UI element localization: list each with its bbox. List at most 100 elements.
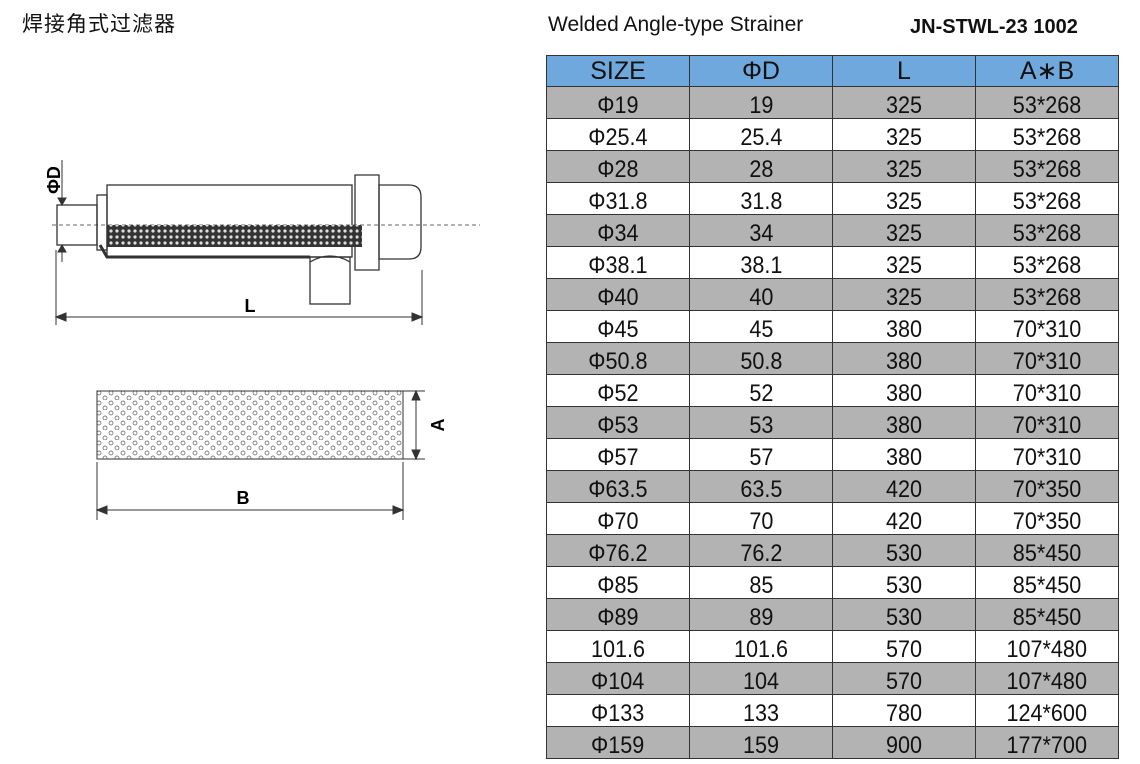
cell-text: 325 (885, 124, 923, 151)
cell-text: Φ52 (597, 380, 639, 407)
table-cell: 325 (832, 278, 976, 311)
cell-text: 70*310 (1012, 348, 1082, 375)
table-cell: 70 (689, 502, 833, 535)
cell-text: 85 (748, 572, 774, 599)
cell-text: 325 (885, 156, 923, 183)
table-cell: 380 (832, 310, 976, 343)
column-header: ΦD (689, 55, 833, 87)
table-cell: 380 (832, 406, 976, 439)
cell-text: 101.6 (733, 636, 789, 663)
cell-text: 133 (742, 700, 780, 727)
cell-text: 101.6 (590, 636, 646, 663)
table-cell: 53*268 (975, 150, 1119, 183)
table-cell: 85*450 (975, 598, 1119, 631)
table-cell: 34 (689, 214, 833, 247)
table-cell: 325 (832, 86, 976, 119)
cell-text: Φ25.4 (588, 124, 648, 151)
table-cell: 85*450 (975, 534, 1119, 567)
table-cell: Φ57 (546, 438, 690, 471)
cell-text: 19 (748, 92, 774, 119)
table-row: Φ25.4 25.4 325 53*268 (546, 118, 1119, 151)
table-cell: 76.2 (689, 534, 833, 567)
table-cell: 85 (689, 566, 833, 599)
cell-text: 530 (885, 572, 923, 599)
cell-text: 70*350 (1012, 476, 1082, 503)
table-cell: 101.6 (689, 630, 833, 663)
table-cell: 40 (689, 278, 833, 311)
table-cell: 101.6 (546, 630, 690, 663)
cell-text: Φ28 (597, 156, 639, 183)
table-cell: 50.8 (689, 342, 833, 375)
table-cell: Φ40 (546, 278, 690, 311)
cell-text: 25.4 (739, 124, 783, 151)
cell-text: Φ57 (597, 444, 639, 471)
table-cell: Φ38.1 (546, 246, 690, 279)
cell-text: 45 (748, 316, 774, 343)
table-cell: 159 (689, 726, 833, 759)
cell-text: 104 (742, 668, 780, 695)
cell-text: 107*480 (1006, 636, 1088, 663)
cell-text: Φ53 (597, 412, 639, 439)
table-cell: Φ104 (546, 662, 690, 695)
cell-text: Φ34 (597, 220, 639, 247)
cell-text: 420 (885, 508, 923, 535)
table-cell: Φ45 (546, 310, 690, 343)
cell-text: 53*268 (1012, 284, 1082, 311)
table-cell: Φ63.5 (546, 470, 690, 503)
table-cell: 530 (832, 598, 976, 631)
column-header: SIZE (546, 55, 690, 87)
table-cell: 19 (689, 86, 833, 119)
cell-text: 63.5 (739, 476, 783, 503)
table-row: Φ45 45 380 70*310 (546, 310, 1119, 343)
table-cell: 38.1 (689, 246, 833, 279)
table-cell: 53*268 (975, 182, 1119, 215)
cell-text: 124*600 (1006, 700, 1088, 727)
cell-text: 70*310 (1012, 380, 1082, 407)
table-cell: 530 (832, 534, 976, 567)
cell-text: Φ63.5 (588, 476, 648, 503)
table-cell: 70*350 (975, 502, 1119, 535)
cell-text: 380 (885, 348, 923, 375)
title-english: Welded Angle-type Strainer (548, 13, 804, 36)
cell-text: 31.8 (739, 188, 783, 215)
cell-text: 70*350 (1012, 508, 1082, 535)
table-cell: 53*268 (975, 118, 1119, 151)
cell-text: 325 (885, 284, 923, 311)
product-code: JN-STWL-23 1002 (910, 16, 1078, 38)
cell-text: 325 (885, 92, 923, 119)
cell-text: Φ45 (597, 316, 639, 343)
cell-text: 325 (885, 252, 923, 279)
table-cell: Φ28 (546, 150, 690, 183)
table-cell: 380 (832, 342, 976, 375)
table-cell: 107*480 (975, 662, 1119, 695)
cell-text: 89 (748, 604, 774, 631)
cell-text: 900 (885, 732, 923, 759)
table-cell: Φ53 (546, 406, 690, 439)
l-label: L (245, 296, 256, 316)
table-cell: Φ31.8 (546, 182, 690, 215)
cell-text: 530 (885, 604, 923, 631)
table-cell: 325 (832, 182, 976, 215)
table-cell: Φ70 (546, 502, 690, 535)
table-cell: 325 (832, 246, 976, 279)
table-cell: Φ25.4 (546, 118, 690, 151)
cell-text: 380 (885, 444, 923, 471)
cell-text: 57 (748, 444, 774, 471)
table-cell: 124*600 (975, 694, 1119, 727)
table-cell: 107*480 (975, 630, 1119, 663)
cell-text: 34 (748, 220, 774, 247)
cell-text: 70*310 (1012, 316, 1082, 343)
cell-text: 159 (742, 732, 780, 759)
cell-text: Φ76.2 (588, 540, 648, 567)
